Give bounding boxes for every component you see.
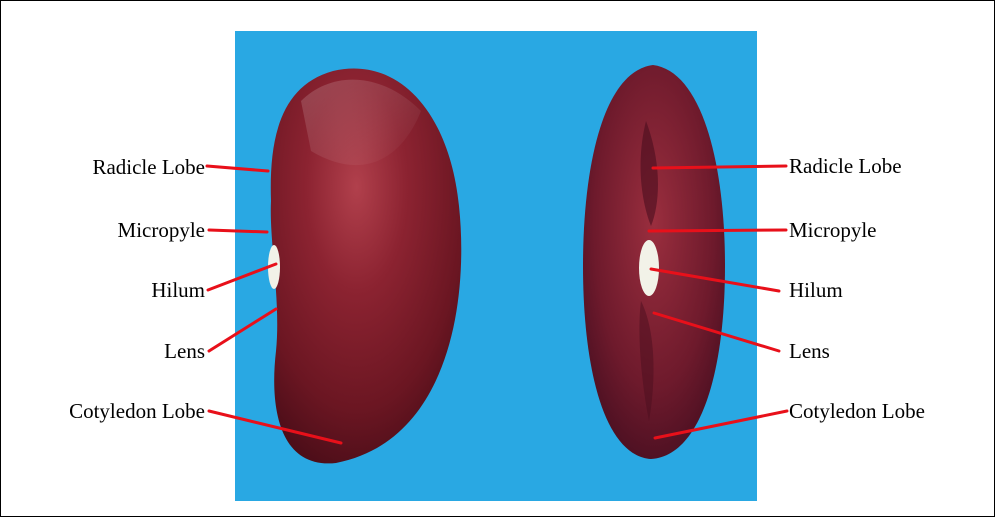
- right-label-lens: Lens: [789, 339, 830, 363]
- leader-line-radicle-right: [653, 166, 786, 168]
- left-label-hilum: Hilum: [151, 278, 205, 302]
- left-label-lens: Lens: [164, 339, 205, 363]
- right-label-cotyledon-lobe: Cotyledon Lobe: [789, 399, 925, 423]
- left-label-cotyledon-lobe: Cotyledon Lobe: [69, 399, 205, 423]
- bean-edge-view: [583, 65, 725, 459]
- right-label-hilum: Hilum: [789, 278, 843, 302]
- right-label-radicle-lobe: Radicle Lobe: [789, 154, 902, 178]
- left-label-micropyle: Micropyle: [118, 218, 205, 242]
- hilum-spot-edge: [639, 240, 659, 296]
- leader-line-micropyle-right: [649, 230, 786, 231]
- right-label-micropyle: Micropyle: [789, 218, 876, 242]
- leader-line-micropyle-left: [209, 230, 267, 232]
- left-label-radicle-lobe: Radicle Lobe: [92, 155, 205, 179]
